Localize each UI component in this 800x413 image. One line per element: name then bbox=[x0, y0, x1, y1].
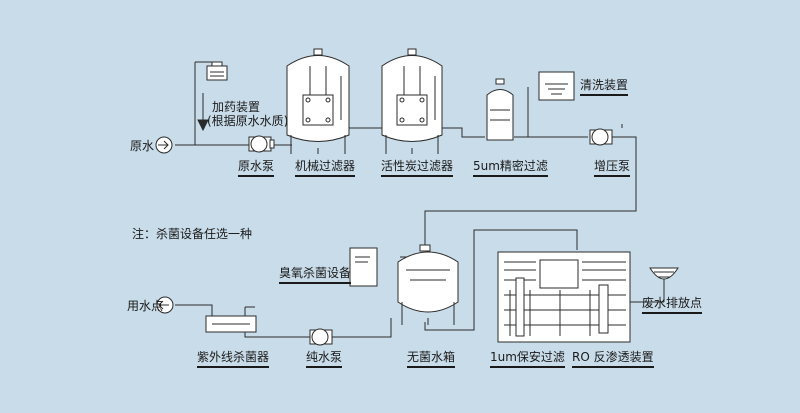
pure-pump-label: 纯水泵 bbox=[306, 350, 343, 368]
raw-water-inlet-icon bbox=[155, 136, 173, 154]
cleaning-device-label: 清洗装置 bbox=[580, 78, 629, 96]
sterile-tank-label: 无菌水箱 bbox=[407, 350, 456, 368]
water-point-label: 用水点 bbox=[127, 299, 164, 313]
uv-sterilizer-icon bbox=[205, 315, 257, 333]
security-filter-label: 1um保安过滤 bbox=[490, 350, 565, 368]
sterile-tank-icon bbox=[397, 244, 459, 325]
ozone-device-icon bbox=[349, 247, 378, 287]
precision-filter-icon bbox=[486, 78, 514, 141]
dosing-note-label: (根据原水水质) bbox=[207, 114, 289, 128]
booster-pump-label: 增压泵 bbox=[594, 159, 631, 177]
carbon-filter-label: 活性炭过滤器 bbox=[381, 159, 454, 177]
mechanical-filter-label: 机械过滤器 bbox=[295, 159, 356, 177]
mechanical-filter-icon bbox=[286, 48, 350, 154]
waste-drain-label: 废水排放点 bbox=[642, 296, 703, 314]
ozone-device-label: 臭氧杀菌设备 bbox=[279, 266, 352, 284]
note-label: 注：杀菌设备任选一种 bbox=[132, 227, 253, 241]
uv-sterilizer-label: 紫外线杀菌器 bbox=[197, 350, 270, 368]
booster-pump-icon bbox=[589, 128, 613, 146]
dosing-arrow-icon bbox=[197, 93, 209, 132]
cleaning-tank-icon bbox=[538, 71, 575, 101]
raw-pump-label: 原水泵 bbox=[238, 159, 275, 177]
water-point-icon bbox=[156, 296, 174, 314]
dosing-label: 加药装置 bbox=[212, 100, 261, 114]
ro-unit-icon bbox=[497, 251, 631, 343]
pure-pump-icon bbox=[309, 328, 333, 346]
raw-water-label: 原水 bbox=[130, 139, 155, 153]
carbon-filter-icon bbox=[381, 48, 443, 154]
waste-drain-icon bbox=[649, 267, 679, 280]
raw-pump-icon bbox=[248, 135, 275, 153]
precision-filter-label: 5um精密过滤 bbox=[473, 159, 548, 177]
ro-device-label: RO 反渗透装置 bbox=[572, 350, 654, 368]
dosing-device-icon bbox=[206, 61, 228, 81]
